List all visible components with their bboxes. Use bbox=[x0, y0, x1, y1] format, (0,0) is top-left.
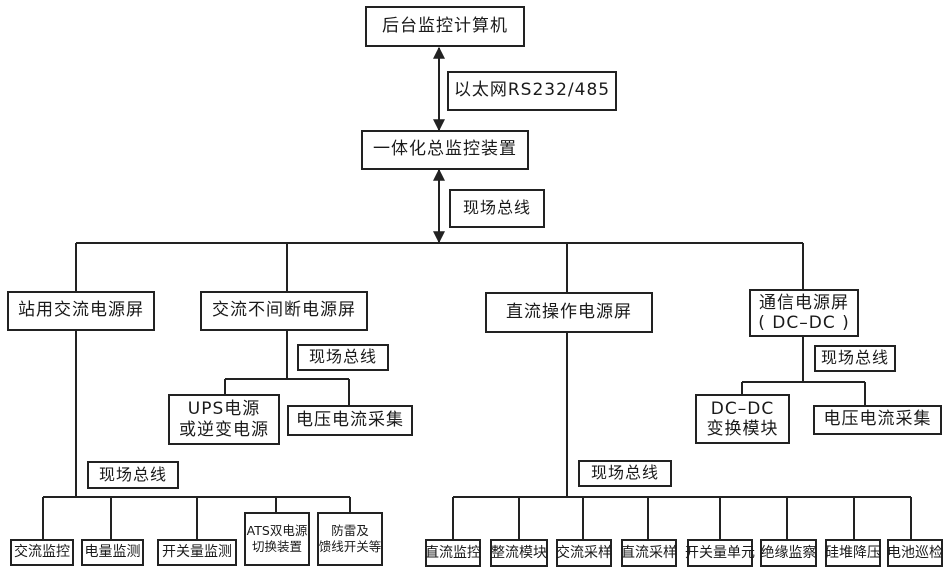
ats-switch-box: ATS双电源 切换装置 bbox=[244, 512, 310, 566]
ats-switch-label-line1: ATS双电源 bbox=[246, 523, 308, 539]
switch-monitor-box: 开关量监测 bbox=[157, 539, 237, 566]
dcdc-module-label-line1: DC–DC bbox=[710, 398, 775, 419]
dcdc-module-box: DC–DC 变换模块 bbox=[695, 394, 790, 444]
integrated-monitor-label: 一体化总监控装置 bbox=[373, 139, 517, 160]
fieldbus-label-box-ups: 现场总线 bbox=[297, 344, 389, 371]
fieldbus-label: 现场总线 bbox=[590, 463, 659, 483]
energy-metering-box: 电量监测 bbox=[81, 539, 144, 566]
backend-computer-box: 后台监控计算机 bbox=[365, 6, 525, 47]
fieldbus-label-box-telecom: 现场总线 bbox=[814, 345, 896, 372]
ac-monitor-label: 交流监控 bbox=[14, 544, 70, 561]
fieldbus-label-box-top: 现场总线 bbox=[449, 189, 545, 228]
ups-panel-box: 交流不间断电源屏 bbox=[200, 291, 368, 331]
dc-sampling-label: 直流采样 bbox=[621, 544, 677, 561]
dc-operation-panel-label: 直流操作电源屏 bbox=[506, 301, 632, 322]
rectifier-module-label: 整流模块 bbox=[491, 544, 547, 561]
telecom-panel-box: 通信电源屏 ( DC–DC ) bbox=[749, 289, 859, 337]
switch-unit-label: 开关量单元 bbox=[685, 544, 755, 561]
backend-computer-label: 后台监控计算机 bbox=[382, 15, 508, 36]
ups-inverter-label-line2: 或逆变电源 bbox=[179, 419, 269, 440]
fieldbus-label-box-ac: 现场总线 bbox=[87, 461, 179, 489]
fieldbus-label-box-dc: 现场总线 bbox=[578, 460, 672, 487]
fieldbus-label: 现场总线 bbox=[98, 464, 167, 484]
ups-inverter-label-line1: UPS电源 bbox=[187, 399, 261, 420]
switch-monitor-label: 开关量监测 bbox=[162, 544, 232, 561]
dc-sampling-box: 直流采样 bbox=[621, 539, 677, 567]
ac-station-panel-label: 站用交流电源屏 bbox=[18, 300, 144, 321]
integrated-monitor-box: 一体化总监控装置 bbox=[361, 130, 529, 170]
lightning-feeder-label-line1: 防雷及 bbox=[331, 523, 369, 539]
telecom-panel-label-line2: ( DC–DC ) bbox=[758, 313, 850, 333]
ac-sampling-box: 交流采样 bbox=[556, 539, 612, 567]
voltage-current-acquisition-label: 电压电流采集 bbox=[296, 409, 404, 430]
lightning-feeder-label-line2: 馈线开关等 bbox=[318, 539, 382, 554]
link-label-box: 以太网RS232/485 bbox=[447, 71, 617, 111]
ac-monitor-box: 交流监控 bbox=[10, 539, 74, 566]
insulation-monitor-box: 绝缘监察 bbox=[760, 539, 817, 567]
ups-voltage-current-box: 电压电流采集 bbox=[287, 405, 413, 436]
energy-metering-label: 电量监测 bbox=[84, 544, 141, 561]
ac-sampling-label: 交流采样 bbox=[556, 544, 612, 561]
ac-station-panel-box: 站用交流电源屏 bbox=[7, 291, 155, 331]
dc-monitor-label: 直流监控 bbox=[425, 544, 481, 561]
dc-operation-panel-box: 直流操作电源屏 bbox=[485, 292, 653, 333]
ats-switch-label-line2: 切换装置 bbox=[251, 539, 302, 554]
silicon-stack-box: 硅堆降压 bbox=[825, 539, 881, 567]
silicon-stack-label: 硅堆降压 bbox=[825, 544, 881, 561]
switch-unit-box: 开关量单元 bbox=[685, 539, 755, 567]
ethernet-rs232-485-label: 以太网RS232/485 bbox=[453, 80, 611, 101]
battery-inspection-box: 电池巡检 bbox=[887, 539, 943, 567]
voltage-current-acquisition-label: 电压电流采集 bbox=[823, 409, 932, 430]
telecom-voltage-current-box: 电压电流采集 bbox=[813, 405, 942, 435]
ups-inverter-box: UPS电源 或逆变电源 bbox=[168, 394, 280, 445]
fieldbus-label: 现场总线 bbox=[308, 347, 377, 367]
dcdc-module-label-line2: 变换模块 bbox=[706, 419, 779, 439]
dc-monitor-box: 直流监控 bbox=[425, 539, 481, 567]
battery-inspection-label: 电池巡检 bbox=[887, 544, 943, 561]
telecom-panel-label-line1: 通信电源屏 bbox=[759, 292, 849, 313]
rectifier-module-box: 整流模块 bbox=[490, 539, 548, 567]
ups-panel-label: 交流不间断电源屏 bbox=[212, 300, 356, 321]
insulation-monitor-label: 绝缘监察 bbox=[760, 544, 817, 561]
fieldbus-label: 现场总线 bbox=[820, 348, 889, 368]
lightning-feeder-box: 防雷及 馈线开关等 bbox=[317, 512, 383, 566]
fieldbus-label: 现场总线 bbox=[462, 198, 531, 218]
